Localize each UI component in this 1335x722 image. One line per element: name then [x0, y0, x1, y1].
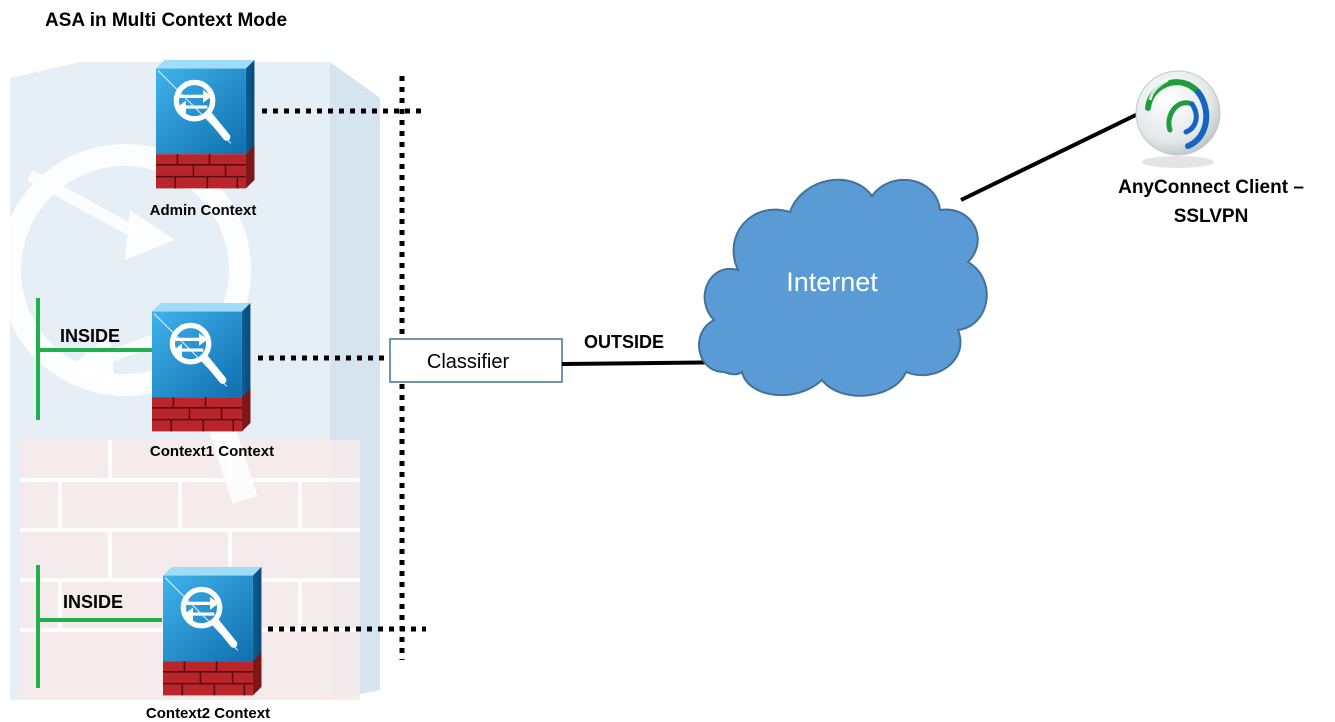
client-label-line2: SSLVPN: [1174, 206, 1249, 227]
context1-label: Context1 Context: [150, 443, 274, 460]
client-link: [960, 110, 1143, 202]
admin-context-label: Admin Context: [150, 202, 257, 219]
context2-firewall-icon: [163, 567, 261, 695]
anyconnect-globe-icon: [1135, 70, 1221, 168]
classifier-label: Classifier: [427, 351, 510, 373]
classifier-box: [389, 338, 563, 383]
context2-label: Context2 Context: [146, 705, 270, 722]
inside-label-2: INSIDE: [63, 592, 123, 612]
context1-firewall-icon: [152, 303, 250, 431]
inside-network-1: [36, 298, 156, 420]
internet-label: Internet: [786, 267, 878, 297]
client-label-line1: AnyConnect Client –: [1118, 177, 1304, 198]
internet-cloud: [698, 178, 988, 397]
admin-context-firewall-icon: [156, 60, 254, 188]
inside-network-2: [36, 565, 162, 688]
diagram-title: ASA in Multi Context Mode: [45, 10, 287, 31]
outside-label: OUTSIDE: [584, 332, 664, 352]
inside-label-1: INSIDE: [60, 326, 120, 346]
